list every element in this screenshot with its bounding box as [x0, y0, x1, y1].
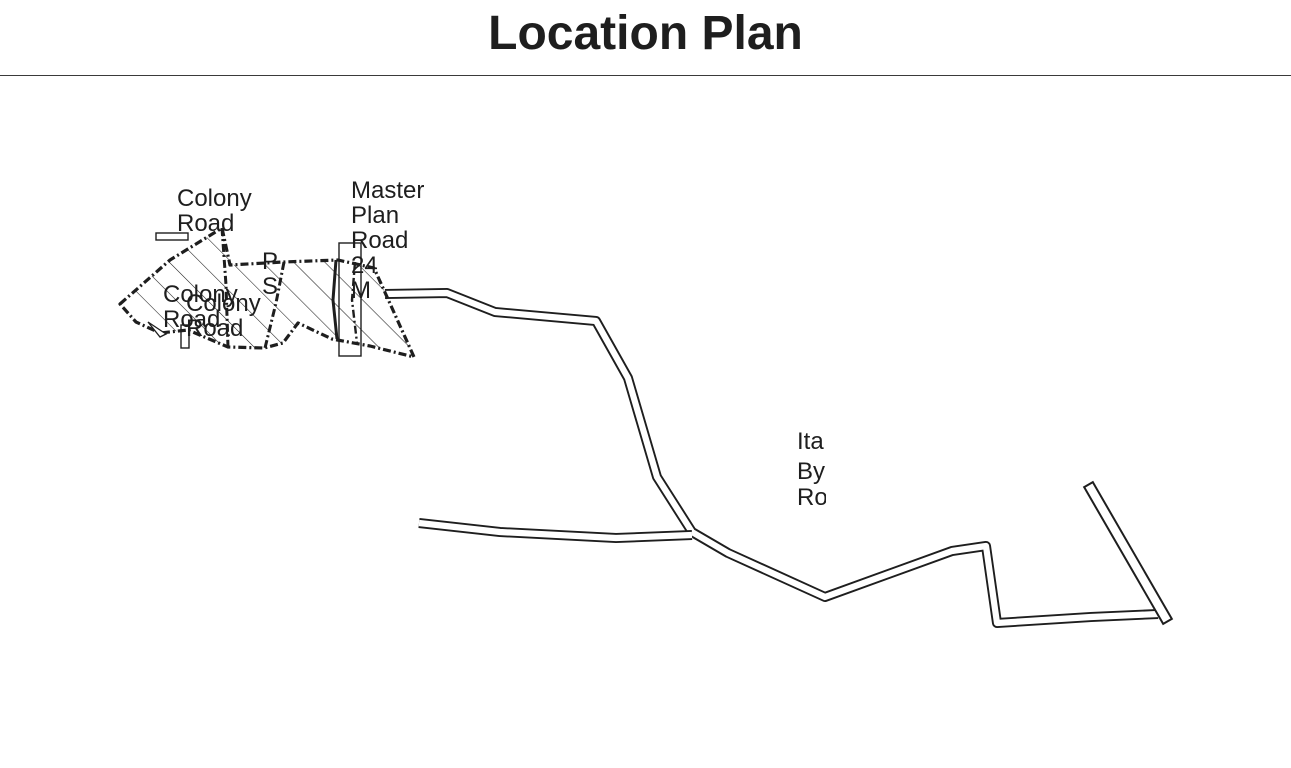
- svg-text:S: S: [262, 273, 278, 300]
- svg-text:Road: Road: [351, 227, 408, 254]
- project-site: [118, 226, 416, 359]
- svg-text:Master: Master: [351, 177, 424, 204]
- svg-text:Road: Road: [177, 210, 234, 237]
- svg-text:Colony: Colony: [177, 185, 252, 212]
- header: Location Plan: [0, 0, 1291, 76]
- route-road-branch: [418, 518, 693, 543]
- svg-text:Plan: Plan: [351, 202, 399, 229]
- svg-text:24: 24: [351, 252, 378, 279]
- label-master-plan-road: Master Plan Road 24 M: [351, 177, 424, 304]
- label-colony-road-center: Colony Road: [186, 290, 261, 342]
- svg-text:Colony: Colony: [186, 290, 261, 317]
- route-road-main: [384, 288, 1159, 628]
- svg-text:Road: Road: [163, 306, 220, 333]
- route-road-east-spur: [1082, 480, 1174, 626]
- road-stub-top: [155, 232, 189, 241]
- label-colony-road-top: Colony Road: [177, 185, 252, 237]
- svg-text:M: M: [351, 277, 371, 304]
- svg-text:Colony: Colony: [163, 281, 238, 308]
- label-ita-bypass-road: Ita By Ro: [797, 428, 828, 511]
- svg-text:Road: Road: [186, 315, 243, 342]
- page-title: Location Plan: [488, 7, 803, 60]
- svg-text:P: P: [262, 248, 278, 275]
- label-partial-p-s: P S: [262, 248, 278, 300]
- location-map: Colony Road Colony Road Colony Road P S …: [118, 177, 1174, 628]
- svg-text:Ro: Ro: [797, 484, 828, 511]
- label-colony-road-left: Colony Road: [163, 281, 238, 333]
- svg-text:Ita: Ita: [797, 428, 824, 455]
- svg-text:By: By: [797, 458, 825, 485]
